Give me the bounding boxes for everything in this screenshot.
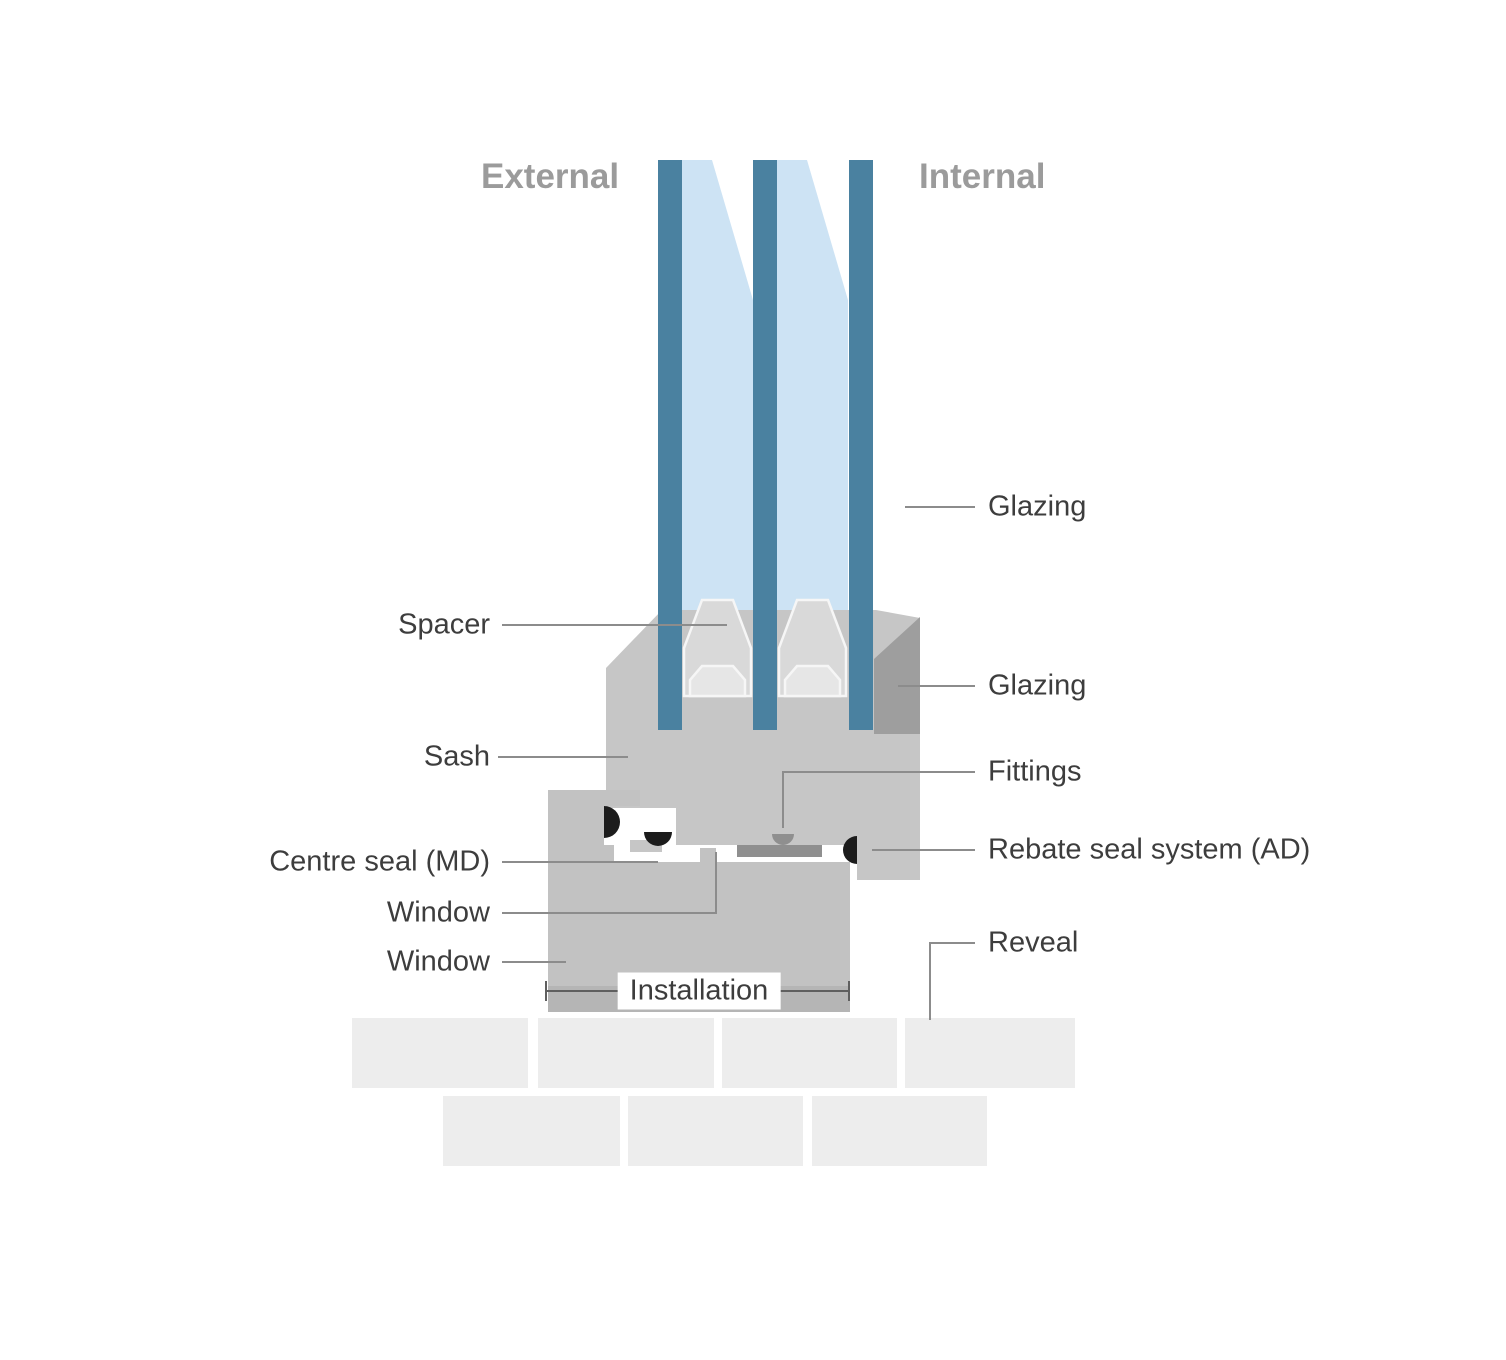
brick	[905, 1018, 1075, 1088]
frame-body	[548, 845, 850, 1010]
glass-pane-middle	[753, 160, 777, 730]
centre-seal-bulb-outer	[604, 806, 620, 838]
label-window-lower: Window	[386, 945, 490, 978]
spacer-inner-right	[783, 664, 842, 698]
label-glazing-upper: Glazing	[988, 490, 1087, 523]
label-spacer: Spacer	[398, 608, 490, 641]
label-reveal: Reveal	[988, 926, 1079, 959]
brick	[812, 1096, 987, 1166]
glass-pane-group	[658, 160, 873, 730]
glass-fill-group	[682, 160, 848, 612]
frame-upper-left-block	[548, 790, 640, 845]
external-header: External	[481, 157, 620, 196]
leader-fittings	[782, 771, 975, 828]
label-sash: Sash	[423, 740, 490, 773]
spacer-group	[682, 598, 848, 698]
glass-pane-external	[658, 160, 682, 730]
centre-seal-bulb-inner	[644, 832, 672, 846]
leader-lines	[498, 506, 975, 1020]
leader-reveal	[929, 942, 975, 1020]
rebate-seal-bulb	[843, 836, 857, 864]
label-window-upper: Window	[386, 896, 490, 929]
fitting-bar	[737, 845, 822, 857]
spacer-inner-left	[688, 664, 747, 698]
glass-fill-left	[682, 160, 753, 612]
label-glazing-lower: Glazing	[988, 669, 1087, 702]
brick	[443, 1096, 620, 1166]
brick	[628, 1096, 803, 1166]
brick	[722, 1018, 897, 1088]
label-installation: Installation	[617, 972, 781, 1010]
glass-fill-right	[777, 160, 848, 612]
glass-pane-internal	[849, 160, 873, 730]
brick	[352, 1018, 528, 1088]
leader-window-upper	[502, 852, 717, 914]
sash-shadow	[874, 617, 920, 734]
internal-header: Internal	[919, 157, 1046, 196]
brick-wall	[352, 1018, 1075, 1166]
label-rebate-seal: Rebate seal system (AD)	[988, 833, 1311, 866]
brick	[538, 1018, 714, 1088]
label-centre-seal: Centre seal (MD)	[269, 845, 490, 878]
label-fittings: Fittings	[988, 755, 1082, 788]
fitting-roller	[772, 834, 794, 845]
